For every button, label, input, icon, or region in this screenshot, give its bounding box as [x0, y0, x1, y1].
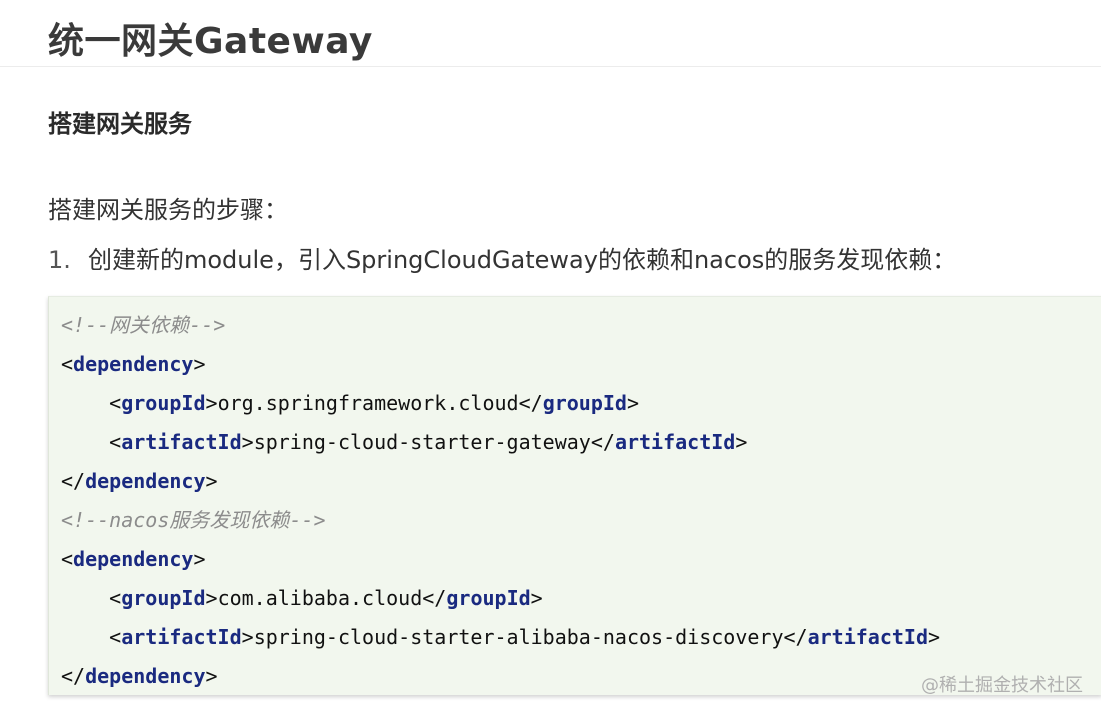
artifact-id-value: spring-cloud-starter-gateway	[253, 430, 591, 454]
tag-name: dependency	[85, 469, 206, 493]
tag-name: artifactId	[121, 430, 242, 454]
code-line-groupid: <groupId>org.springframework.cloud</grou…	[109, 391, 640, 415]
artifact-id-value: spring-cloud-starter-alibaba-nacos-disco…	[253, 625, 784, 649]
tag-name: artifactId	[807, 625, 929, 649]
tag-name: dependency	[85, 664, 206, 688]
section-heading: 搭建网关服务	[48, 110, 192, 138]
tag-name: groupId	[121, 586, 206, 610]
step-1: 1. 创建新的module，引入SpringCloudGateway的依赖和nac…	[48, 240, 956, 275]
tag-name: artifactId	[121, 625, 242, 649]
code-line-dependency-open: <dependency>	[61, 547, 206, 571]
code-line-dependency-close: </dependency>	[61, 664, 218, 688]
title-bar: 统一网关Gateway	[0, 0, 1101, 67]
step-number: 1.	[48, 246, 71, 274]
tag-name: artifactId	[614, 430, 736, 454]
tag-name: groupId	[121, 391, 206, 415]
code-line-dependency-close: </dependency>	[61, 469, 218, 493]
code-line-dependency-open: <dependency>	[61, 352, 206, 376]
tag-name: groupId	[542, 391, 627, 415]
intro-text: 搭建网关服务的步骤：	[48, 196, 288, 224]
tag-name: dependency	[73, 547, 194, 571]
code-line-groupid: <groupId>com.alibaba.cloud</groupId>	[109, 586, 543, 610]
watermark: @稀土掘金技术社区	[921, 675, 1083, 696]
page-title: 统一网关Gateway	[48, 21, 373, 62]
code-block[interactable]: <!--网关依赖--> <dependency> <groupId>org.sp…	[48, 296, 1101, 695]
group-id-value: com.alibaba.cloud	[217, 586, 423, 610]
group-id-value: org.springframework.cloud	[217, 391, 519, 415]
code-line-artifactid: <artifactId>spring-cloud-starter-gateway…	[109, 430, 748, 454]
code-line-artifactid: <artifactId>spring-cloud-starter-alibaba…	[109, 625, 941, 649]
step-text: 创建新的module，引入SpringCloudGateway的依赖和nacos…	[88, 246, 957, 274]
tag-name: groupId	[446, 586, 531, 610]
tag-name: dependency	[73, 352, 194, 376]
code-comment-nacos: <!--nacos服务发现依赖-->	[61, 508, 326, 532]
code-comment-gateway: <!--网关依赖-->	[61, 313, 226, 337]
